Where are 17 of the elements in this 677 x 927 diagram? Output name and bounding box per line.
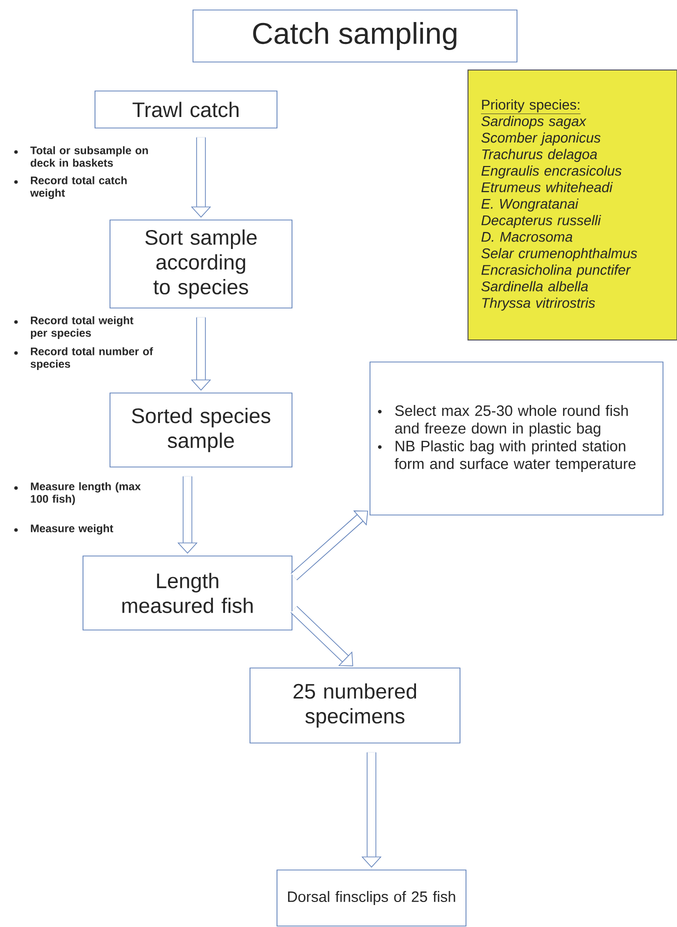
bullet-note: Measure length (max 100 fish) bbox=[30, 482, 141, 505]
bullet-note: Measure weight bbox=[30, 524, 114, 535]
process-box: 25 numbered specimens bbox=[250, 668, 460, 744]
note-box: Select max 25-30 whole round fish and freeze down in plastic bag NB Plastic bag with printed station form and surface water temperature bbox=[370, 362, 664, 516]
process-box: Sort sample according to species bbox=[110, 220, 292, 308]
bullet-note: Record total number of species bbox=[30, 347, 154, 370]
process-box: Sorted species sample bbox=[110, 392, 292, 468]
bullet-note: Record total weight per species bbox=[30, 316, 134, 339]
bullet-note: Total or subsample on deck in baskets bbox=[30, 146, 148, 167]
process-box: Dorsal finsclips of 25 fish bbox=[276, 870, 466, 926]
species-list-box: Priority species: Sardinops sagax Scomber japonicus Trachurus delagoa Engraulis encrasicolus Etrumeus whiteheadi E. Wongratanai Decapterus russelli D. Macrosoma Selar crumenophthalmus Encrasicholina punctifer Sardinella albella Thryssa vitrirostris bbox=[468, 70, 677, 340]
bullet-note: Record total catch weight bbox=[30, 176, 127, 200]
process-box: Length measured fish bbox=[82, 556, 292, 630]
block-arrow bbox=[290, 510, 368, 580]
process-box: Trawl catch bbox=[94, 90, 278, 128]
block-arrow bbox=[290, 606, 354, 666]
title-box: Catch sampling bbox=[192, 10, 518, 62]
